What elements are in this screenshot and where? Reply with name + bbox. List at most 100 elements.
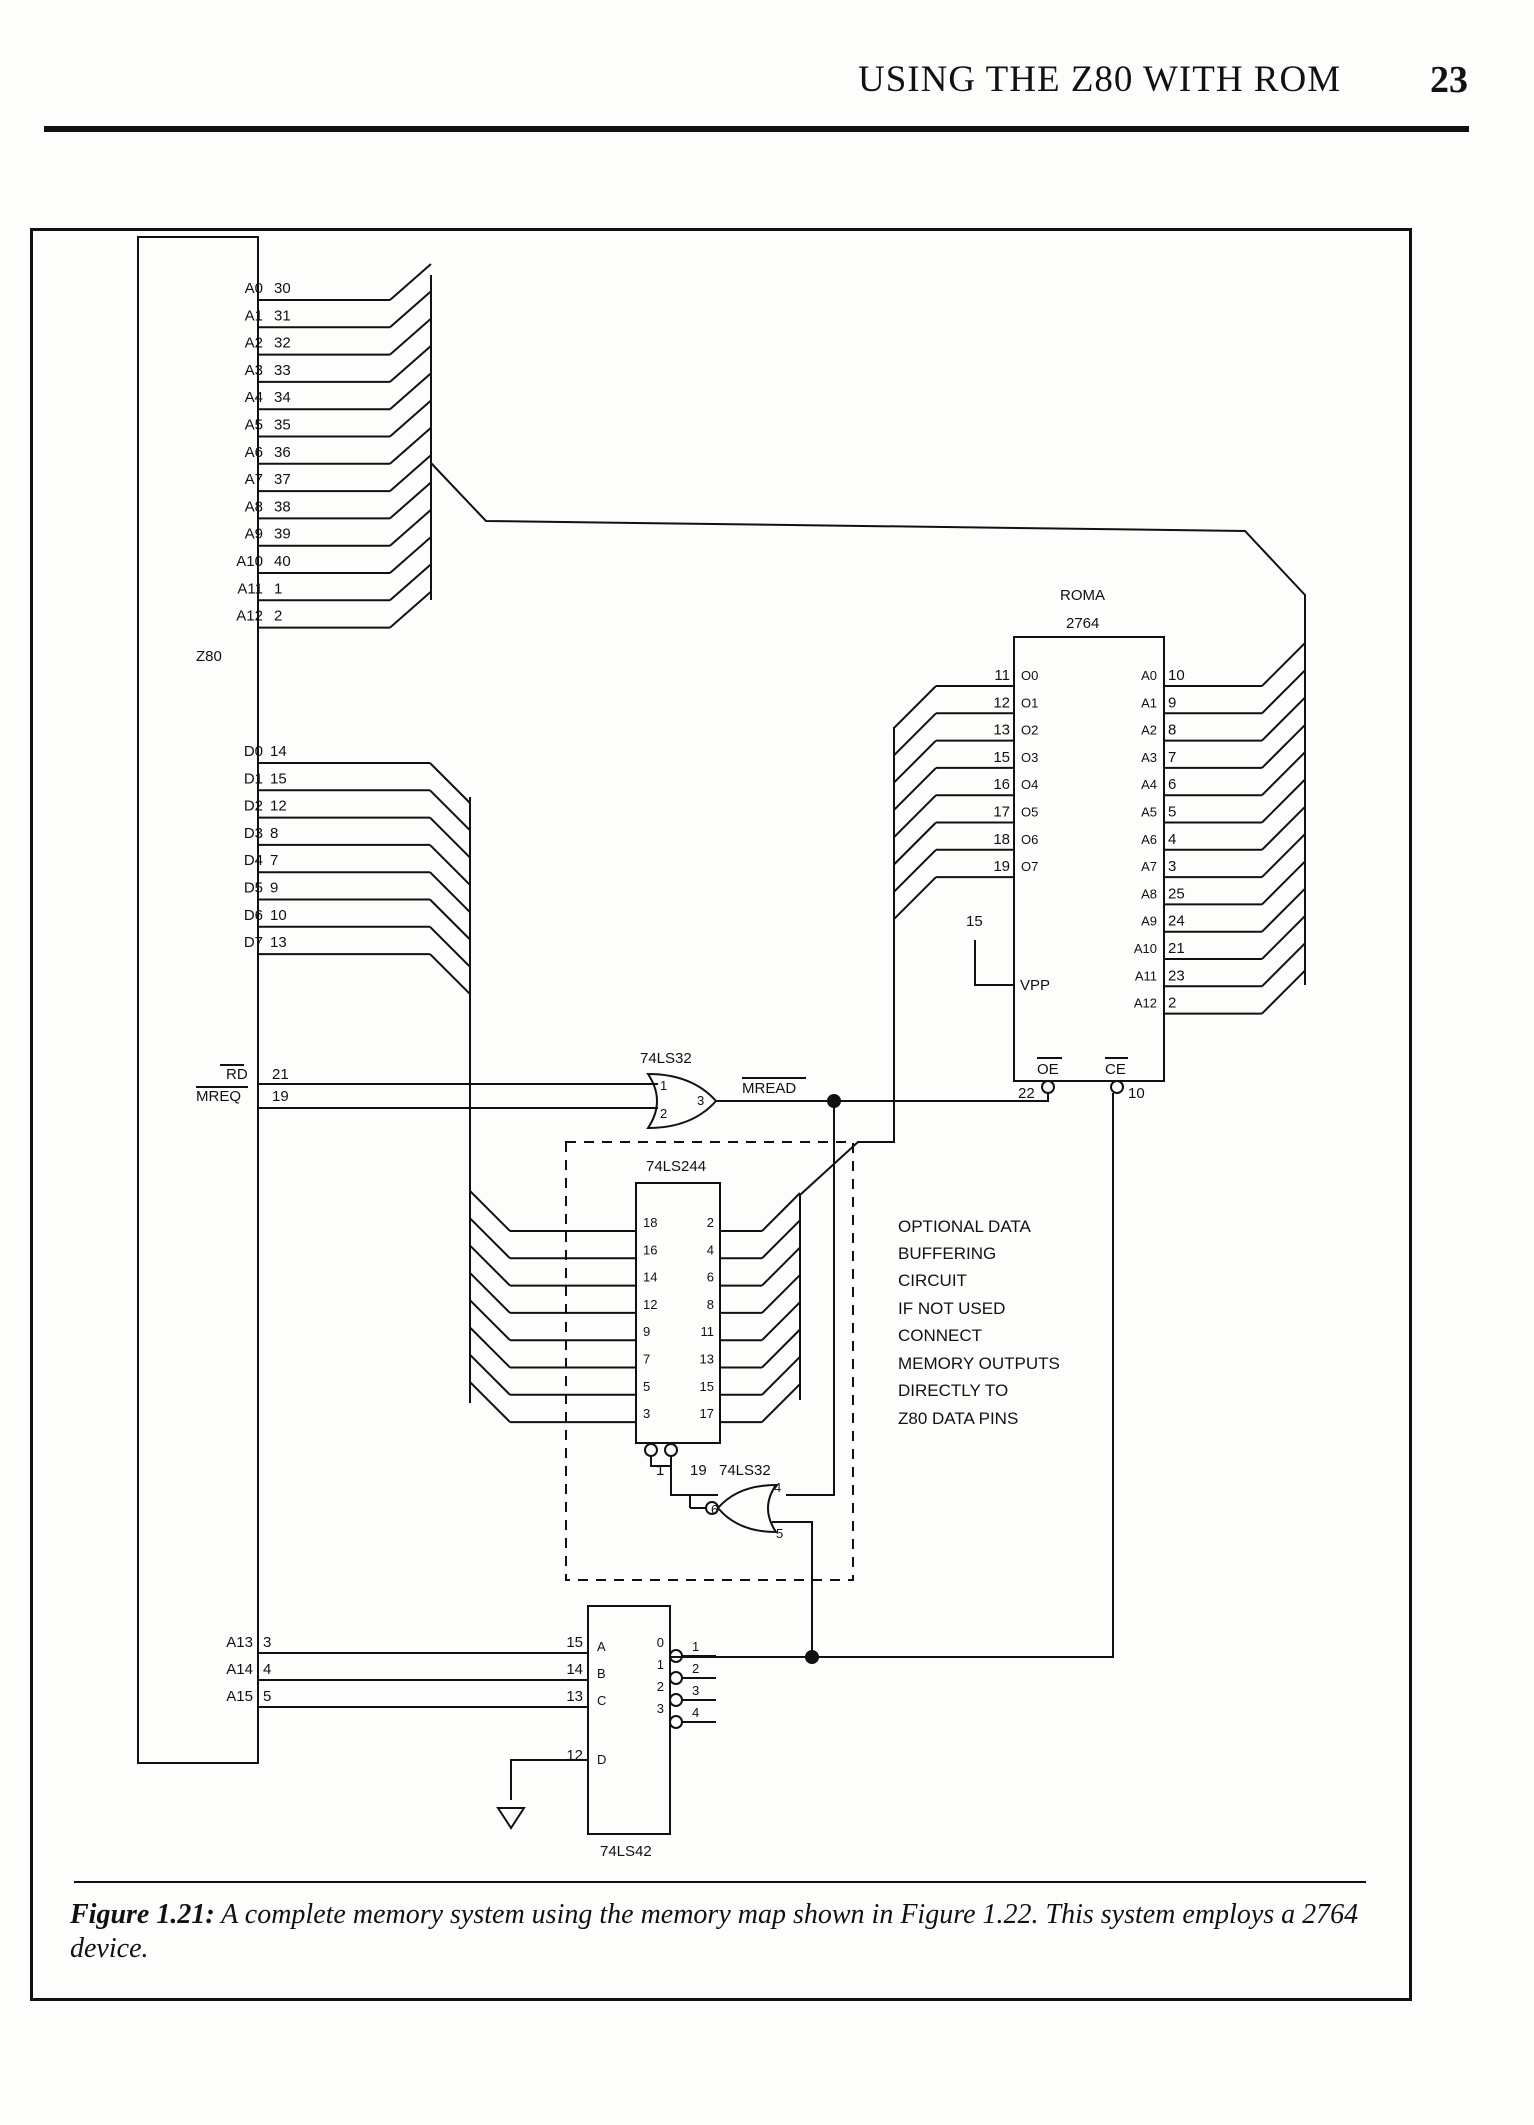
rom-address-pin-number: 8 — [1168, 722, 1176, 739]
note-line: CONNECT — [898, 1326, 982, 1345]
z80-address-bend — [389, 317, 432, 356]
rom-output-signal: O3 — [1021, 750, 1038, 765]
running-header-title: USING THE Z80 WITH ROM — [858, 59, 1342, 100]
buffer-output-bend — [761, 1274, 801, 1314]
z80-data-signal: D5 — [244, 880, 263, 897]
note-line: Z80 DATA PINS — [898, 1409, 1018, 1428]
decoder-output-pin-number: 4 — [692, 1705, 699, 1720]
rom-output-bend — [893, 712, 937, 757]
header-rule — [44, 126, 1469, 132]
rom-name: ROMA — [1060, 587, 1105, 604]
buffer-enable-1: 1 — [656, 1462, 664, 1479]
z80-address-bend — [389, 290, 432, 329]
buffer-output-bend — [761, 1328, 801, 1369]
decoder-output-pin-number: 3 — [692, 1683, 699, 1698]
z80-address-signal: A7 — [245, 471, 263, 488]
decoder-output-signal: 3 — [657, 1701, 664, 1716]
z80-address-signal: A0 — [245, 280, 263, 297]
decoder-input-signal: D — [597, 1752, 606, 1767]
rom-output-signal: O2 — [1021, 723, 1038, 738]
rom-address-pin-number: 24 — [1168, 913, 1185, 930]
buffer-input-bend — [469, 1217, 511, 1260]
rd-pin: 21 — [272, 1066, 289, 1083]
z80-address-pin-number: 38 — [274, 498, 291, 515]
decoder-output-pin-number: 1 — [692, 1639, 699, 1654]
rom-address-bend — [1261, 887, 1306, 933]
z80-address-pin-number: 37 — [274, 471, 291, 488]
rom-address-pin-number: 6 — [1168, 776, 1176, 793]
rom-address-pin-number: 9 — [1168, 694, 1176, 711]
z80-data-bend — [429, 871, 471, 913]
rom-address-signal: A1 — [1141, 695, 1157, 710]
figure-caption: Figure 1.21: A complete memory system us… — [70, 1898, 1390, 1966]
z80-address-bend — [389, 508, 432, 547]
buffer-output-pin-number: 6 — [707, 1270, 714, 1285]
z80-data-signal: D0 — [244, 743, 263, 760]
rom-address-pin-number: 2 — [1168, 995, 1176, 1012]
rom-output-pin-number: 13 — [993, 722, 1010, 739]
z80-data-bend — [429, 789, 471, 832]
z80-data-pin-number: 12 — [270, 798, 287, 815]
mreq-pin: 19 — [272, 1088, 289, 1105]
rom-output-pin-number: 19 — [993, 858, 1010, 875]
caption-lead: Figure 1.21: — [70, 1899, 215, 1930]
z80-address-signal: A2 — [245, 335, 263, 352]
z80-address-signal: A12 — [236, 608, 263, 625]
decoder-output-pin-number: 2 — [692, 1661, 699, 1676]
rom-address-pin-number: 21 — [1168, 940, 1185, 957]
rom-address-signal: A4 — [1141, 777, 1157, 792]
or-gate-1-part: 74LS32 — [640, 1050, 692, 1067]
z80-address-signal: A3 — [245, 362, 263, 379]
buffer-output-pin-number: 4 — [707, 1242, 714, 1257]
rom-address-pin-number: 23 — [1168, 967, 1185, 984]
control-lines: RD MREQ 21 19 — [196, 1064, 658, 1109]
z80-data-pin-number: 15 — [270, 770, 287, 787]
rom-address-signal: A12 — [1134, 996, 1157, 1011]
or-gate-1-in2: 2 — [660, 1106, 667, 1121]
z80-high-address-signal: A14 — [226, 1661, 253, 1678]
buffer-output-pin-number: 13 — [700, 1352, 714, 1367]
z80-address-pin-number: 31 — [274, 307, 291, 324]
rom-output-bend — [893, 685, 937, 729]
rom-address-bend — [1261, 915, 1306, 960]
rom-chip-body — [1013, 636, 1165, 1082]
z80-data-bend — [429, 816, 471, 859]
or-gate-2-out: 6 — [711, 1502, 718, 1517]
z80-address-pin-number: 39 — [274, 526, 291, 543]
z80-address-pin-number: 34 — [274, 389, 291, 406]
rom-output-bend — [893, 849, 937, 893]
z80-data-bend — [429, 953, 471, 995]
oe-label: OE — [1037, 1061, 1059, 1078]
rom-address-pin-number: 10 — [1168, 667, 1185, 684]
page-number: 23 — [1430, 59, 1468, 101]
buffer-output-pin-number: 2 — [707, 1215, 714, 1230]
rom-vpp: 15 VPP — [966, 913, 1050, 994]
z80-data-bend — [429, 926, 471, 968]
note-line: BUFFERING — [898, 1244, 996, 1263]
z80-address-pin-number: 30 — [274, 280, 291, 297]
decoder-input-signal: B — [597, 1666, 606, 1681]
buffer-output-pin-number: 17 — [700, 1406, 714, 1421]
decoder-part: 74LS42 — [600, 1843, 652, 1860]
rom-address-pin-number: 25 — [1168, 885, 1185, 902]
buffer-input-pin-number: 18 — [643, 1215, 657, 1230]
z80-address-pin-number: 40 — [274, 553, 291, 570]
rom-output-pin-number: 11 — [994, 667, 1010, 684]
z80-data-pin-number: 10 — [270, 907, 287, 924]
z80-high-address-pin-number: 3 — [263, 1634, 271, 1651]
buffer-input-bend — [469, 1190, 511, 1232]
z80-high-address-signal: A15 — [226, 1688, 253, 1705]
rom-address-signal: A7 — [1141, 859, 1157, 874]
z80-address-pin-number: 33 — [274, 362, 291, 379]
z80-address-signal: A9 — [245, 526, 263, 543]
mread-label: MREAD — [742, 1080, 796, 1097]
buffer-input-pin-number: 5 — [643, 1379, 650, 1394]
rom-address-signal: A0 — [1141, 668, 1157, 683]
buffer-input-pin-number: 9 — [643, 1324, 650, 1339]
decoder-input-pin-number: 14 — [566, 1661, 583, 1678]
rom-address-signal: A5 — [1141, 805, 1157, 820]
decoder-output-bubble — [669, 1671, 683, 1685]
buffer-input-bend — [469, 1354, 511, 1396]
